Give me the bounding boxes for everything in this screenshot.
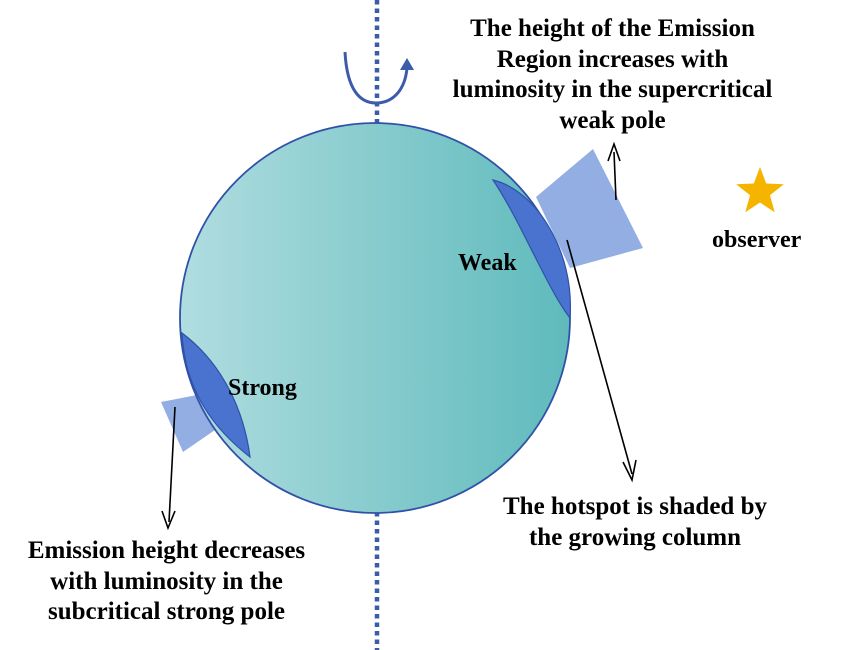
- hotspot-annotation-arrow: [566, 239, 637, 483]
- strong-pole-hotspot: [181, 331, 251, 459]
- strong-pole-label: Strong: [228, 375, 297, 401]
- star-icon: [736, 167, 784, 213]
- weak-pole-label: Weak: [458, 250, 517, 276]
- rotation-arrow-icon: [343, 51, 414, 105]
- weak-pole-annotation-arrow: [607, 141, 621, 201]
- neutron-star-sphere: [179, 122, 571, 514]
- strong-pole-annotation: Emission height decreases with luminosit…: [27, 537, 306, 625]
- weak-pole-hotspot: [491, 179, 571, 320]
- hotspot-annotation: The hotspot is shaded by the growing col…: [503, 493, 767, 551]
- weak-pole-annotation: The height of the Emission Region increa…: [452, 15, 773, 134]
- observer-label: observer: [712, 227, 802, 253]
- strong-pole-annotation-arrow: [161, 406, 176, 531]
- weak-pole-emission-column: [536, 149, 643, 268]
